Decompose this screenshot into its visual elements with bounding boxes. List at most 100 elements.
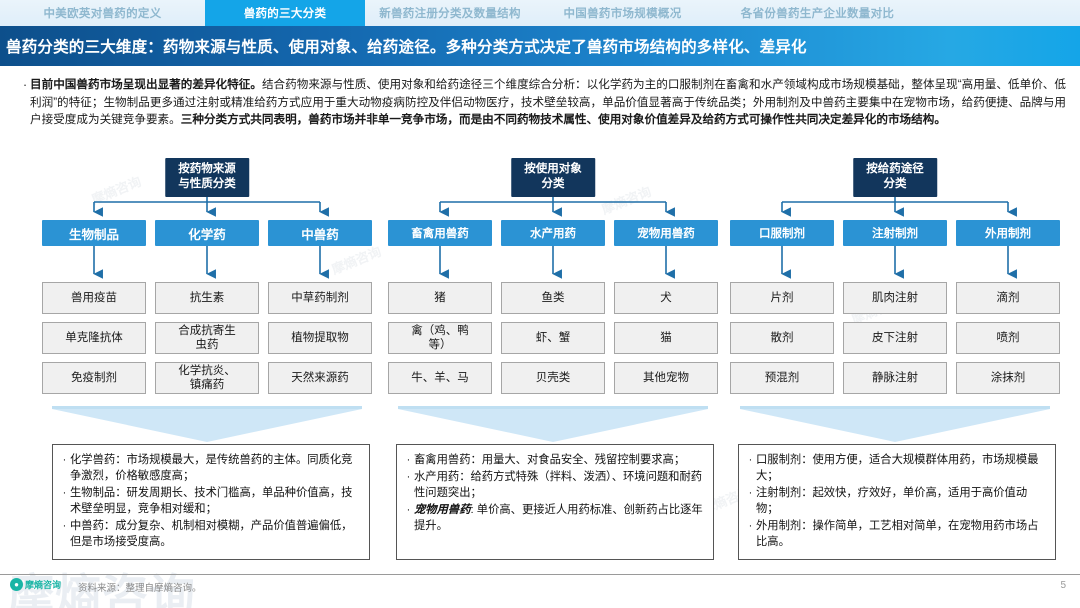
level2-box[interactable]: 猫 [614,322,718,354]
level1-box[interactable]: 口服制剂 [730,220,834,246]
note-text: 注射制剂：起效快，疗效好，单价高，适用于高价值动物； [756,487,1028,515]
funnel-shape-source [42,406,372,442]
group-header-target: 按使用对象 分类 [511,158,595,197]
level2-row: 片剂 肌肉注射 滴剂 [730,282,1060,314]
group-header-source: 按药物来源 与性质分类 [165,158,249,197]
intro-lead: 目前中国兽药市场呈现出显著的差异化特征。 [30,78,262,91]
level2-box[interactable]: 禽（鸡、鸭 等） [388,322,492,354]
level2-box[interactable]: 滴剂 [956,282,1060,314]
level2-box[interactable]: 免疫制剂 [42,362,146,394]
level2-box[interactable]: 抗生素 [155,282,259,314]
note-text: 化学兽药：市场规模最大，是传统兽药的主体。同质化竞争激烈，价格敏感度高； [70,454,353,482]
level2-box[interactable]: 涂抹剂 [956,362,1060,394]
note-item: ·中兽药：成分复杂、机制相对模糊，产品价值普遍偏低，但是市场接受度高。 [59,518,361,550]
level2-box[interactable]: 鱼类 [501,282,605,314]
note-box-source: ·化学兽药：市场规模最大，是传统兽药的主体。同质化竞争激烈，价格敏感度高； ·生… [52,444,370,560]
logo-mark-icon: ● [10,578,23,591]
level2-box[interactable]: 喷剂 [956,322,1060,354]
note-item: ·畜禽用兽药：用量大、对食品安全、残留控制要求高； [403,452,705,468]
level2-box[interactable]: 预混剂 [730,362,834,394]
level2-box[interactable]: 片剂 [730,282,834,314]
note-list: ·化学兽药：市场规模最大，是传统兽药的主体。同质化竞争激烈，价格敏感度高； ·生… [59,452,361,550]
tab-three-categories[interactable]: 兽药的三大分类 [205,0,365,26]
note-bullet-icon: · [748,520,753,532]
level2-box[interactable]: 贝壳类 [501,362,605,394]
note-item: ·生物制品：研发周期长、技术门槛高，单品种价值高，技术壁垒明显，竞争相对缓和； [59,485,361,517]
funnel-shape-target [388,406,718,442]
tab-registration[interactable]: 新兽药注册分类及数量结构 [379,8,521,20]
level2-box[interactable]: 散剂 [730,322,834,354]
classification-group-route: 按给药途径 分类 口服制剂 注射制剂 外用制剂 片剂 肌肉注射 滴剂 散剂 皮下… [730,150,1060,410]
level2-box[interactable]: 牛、羊、马 [388,362,492,394]
tab-provincial-compare[interactable]: 各省份兽药生产企业数量对比 [740,8,895,20]
intro-text: 目前中国兽药市场呈现出显著的差异化特征。结合药物来源与性质、使用对象和给药途径三… [30,76,1066,129]
level2-box[interactable]: 皮下注射 [843,322,947,354]
intro-mid: 结合药物来源与性质、使用对象和给药途径三个维度综合分析：以化学药为主的口服制剂在… [30,78,1066,126]
brand-logo: ● 摩熵咨询 [10,578,61,591]
level1-box[interactable]: 化学药 [155,220,259,246]
level1-box[interactable]: 水产用药 [501,220,605,246]
level1-box[interactable]: 外用制剂 [956,220,1060,246]
level1-box[interactable]: 畜禽用兽药 [388,220,492,246]
level2-box[interactable]: 化学抗炎、 镇痛药 [155,362,259,394]
note-bullet-icon: · [406,471,411,483]
note-bullet-icon: · [748,454,753,466]
intro-bullet-icon: · [22,77,28,92]
level1-box[interactable]: 注射制剂 [843,220,947,246]
level1-box[interactable]: 生物制品 [42,220,146,246]
level2-row: 猪 鱼类 犬 [388,282,718,314]
level2-box[interactable]: 合成抗寄生 虫药 [155,322,259,354]
level2-box[interactable]: 中草药制剂 [268,282,372,314]
funnel-bar [398,406,708,409]
level2-row: 牛、羊、马 贝壳类 其他宠物 [388,362,718,394]
note-text: 水产用药：给药方式特殊（拌料、泼洒）、环境问题和耐药性问题突出； [414,471,703,499]
tab-definition[interactable]: 中美欧英对兽药的定义 [43,8,162,20]
level1-box[interactable]: 宠物用兽药 [614,220,718,246]
note-bullet-icon: · [406,504,411,516]
tab-bar-filler [925,0,1080,26]
funnel-triangle [398,409,708,442]
tab-market-size[interactable]: 中国兽药市场规模概况 [563,8,682,20]
level2-box[interactable]: 猪 [388,282,492,314]
intro-paragraph: · 目前中国兽药市场呈现出显著的差异化特征。结合药物来源与性质、使用对象和给药途… [20,76,1066,129]
classification-group-target: 按使用对象 分类 畜禽用兽药 水产用药 宠物用兽药 猪 鱼类 犬 禽（鸡、鸭 等… [388,150,718,410]
funnel-triangle [52,409,362,442]
footer-divider [0,574,1080,575]
note-bullet-icon: · [748,487,753,499]
group-header-route: 按给药途径 分类 [853,158,937,197]
note-item: ·水产用药：给药方式特殊（拌料、泼洒）、环境问题和耐药性问题突出； [403,469,705,501]
slide-title-band: 兽药分类的三大维度：药物来源与性质、使用对象、给药途径。多种分类方式决定了兽药市… [0,26,1080,66]
note-box-route: ·口服制剂：使用方便，适合大规模群体用药，市场规模最大； ·注射制剂：起效快，疗… [738,444,1056,560]
source-note: 资料来源：整理自摩熵咨询。 [78,583,202,594]
level1-box[interactable]: 中兽药 [268,220,372,246]
note-bullet-icon: · [62,520,67,532]
level2-box[interactable]: 静脉注射 [843,362,947,394]
level2-box[interactable]: 植物提取物 [268,322,372,354]
note-item: ·注射制剂：起效快，疗效好，单价高，适用于高价值动物； [745,485,1047,517]
level2-box[interactable]: 犬 [614,282,718,314]
note-text: 口服制剂：使用方便，适合大规模群体用药，市场规模最大； [756,454,1039,482]
level2-box[interactable]: 虾、蟹 [501,322,605,354]
note-text: 生物制品：研发周期长、技术门槛高，单品种价值高，技术壁垒明显，竞争相对缓和； [70,487,353,515]
note-list: ·畜禽用兽药：用量大、对食品安全、残留控制要求高； ·水产用药：给药方式特殊（拌… [403,452,705,534]
level2-box[interactable]: 其他宠物 [614,362,718,394]
note-bullet-icon: · [62,487,67,499]
note-emphasis: 宠物用兽药 [414,504,471,516]
note-text: : 单价高、更接近人用药标准、创新药占比逐年提升。 [414,504,703,532]
level2-box[interactable]: 天然来源药 [268,362,372,394]
note-text-emphasis: 宠物用兽药: 单价高、更接近人用药标准、创新药占比逐年提升。 [414,502,705,534]
level1-row-route: 口服制剂 注射制剂 外用制剂 [730,220,1060,246]
level2-box[interactable]: 兽用疫苗 [42,282,146,314]
note-list: ·口服制剂：使用方便，适合大规模群体用药，市场规模最大； ·注射制剂：起效快，疗… [745,452,1047,550]
note-bullet-icon: · [62,454,67,466]
note-box-target: ·畜禽用兽药：用量大、对食品安全、残留控制要求高； ·水产用药：给药方式特殊（拌… [396,444,714,560]
funnel-shape-route [730,406,1060,442]
note-item: ·化学兽药：市场规模最大，是传统兽药的主体。同质化竞争激烈，价格敏感度高； [59,452,361,484]
note-text: 畜禽用兽药：用量大、对食品安全、残留控制要求高； [414,454,686,466]
level2-row: 散剂 皮下注射 喷剂 [730,322,1060,354]
intro-tail: 三种分类方式共同表明，兽药市场并非单一竞争市场，而是由不同药物技术属性、使用对象… [180,113,946,126]
level2-box[interactable]: 肌肉注射 [843,282,947,314]
level2-row: 禽（鸡、鸭 等） 虾、蟹 猫 [388,322,718,354]
level2-box[interactable]: 单克隆抗体 [42,322,146,354]
